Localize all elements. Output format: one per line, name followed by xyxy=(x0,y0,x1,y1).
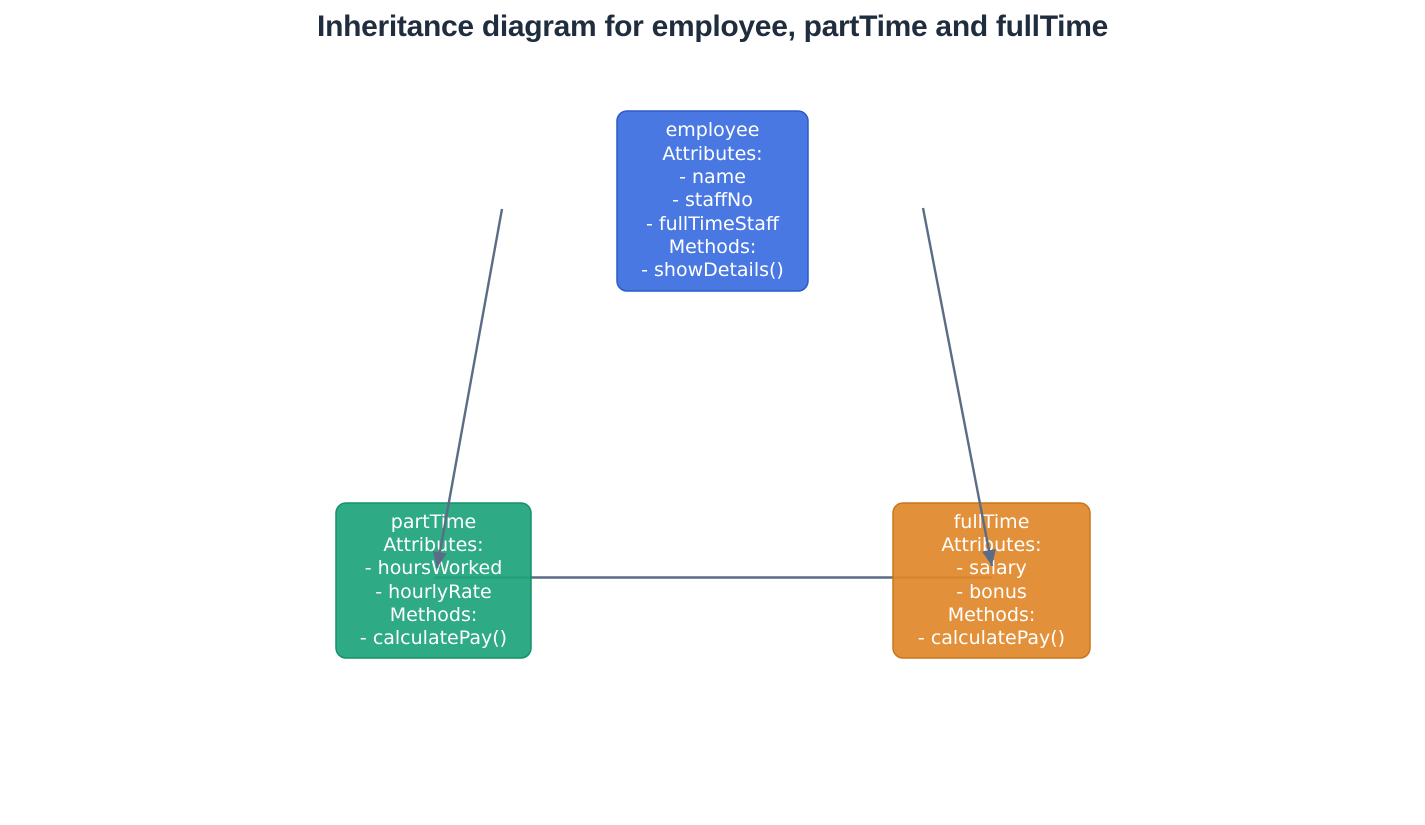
class-box-fulltime xyxy=(892,502,1091,659)
inheritance-arrow-employee-parttime xyxy=(432,208,504,569)
class-box-employee xyxy=(616,110,809,292)
inheritance-arrow-employee-fulltime xyxy=(921,207,996,567)
diagram-title: Inheritance diagram for employee, partTi… xyxy=(317,10,1108,43)
class-box-parttime xyxy=(335,502,532,659)
